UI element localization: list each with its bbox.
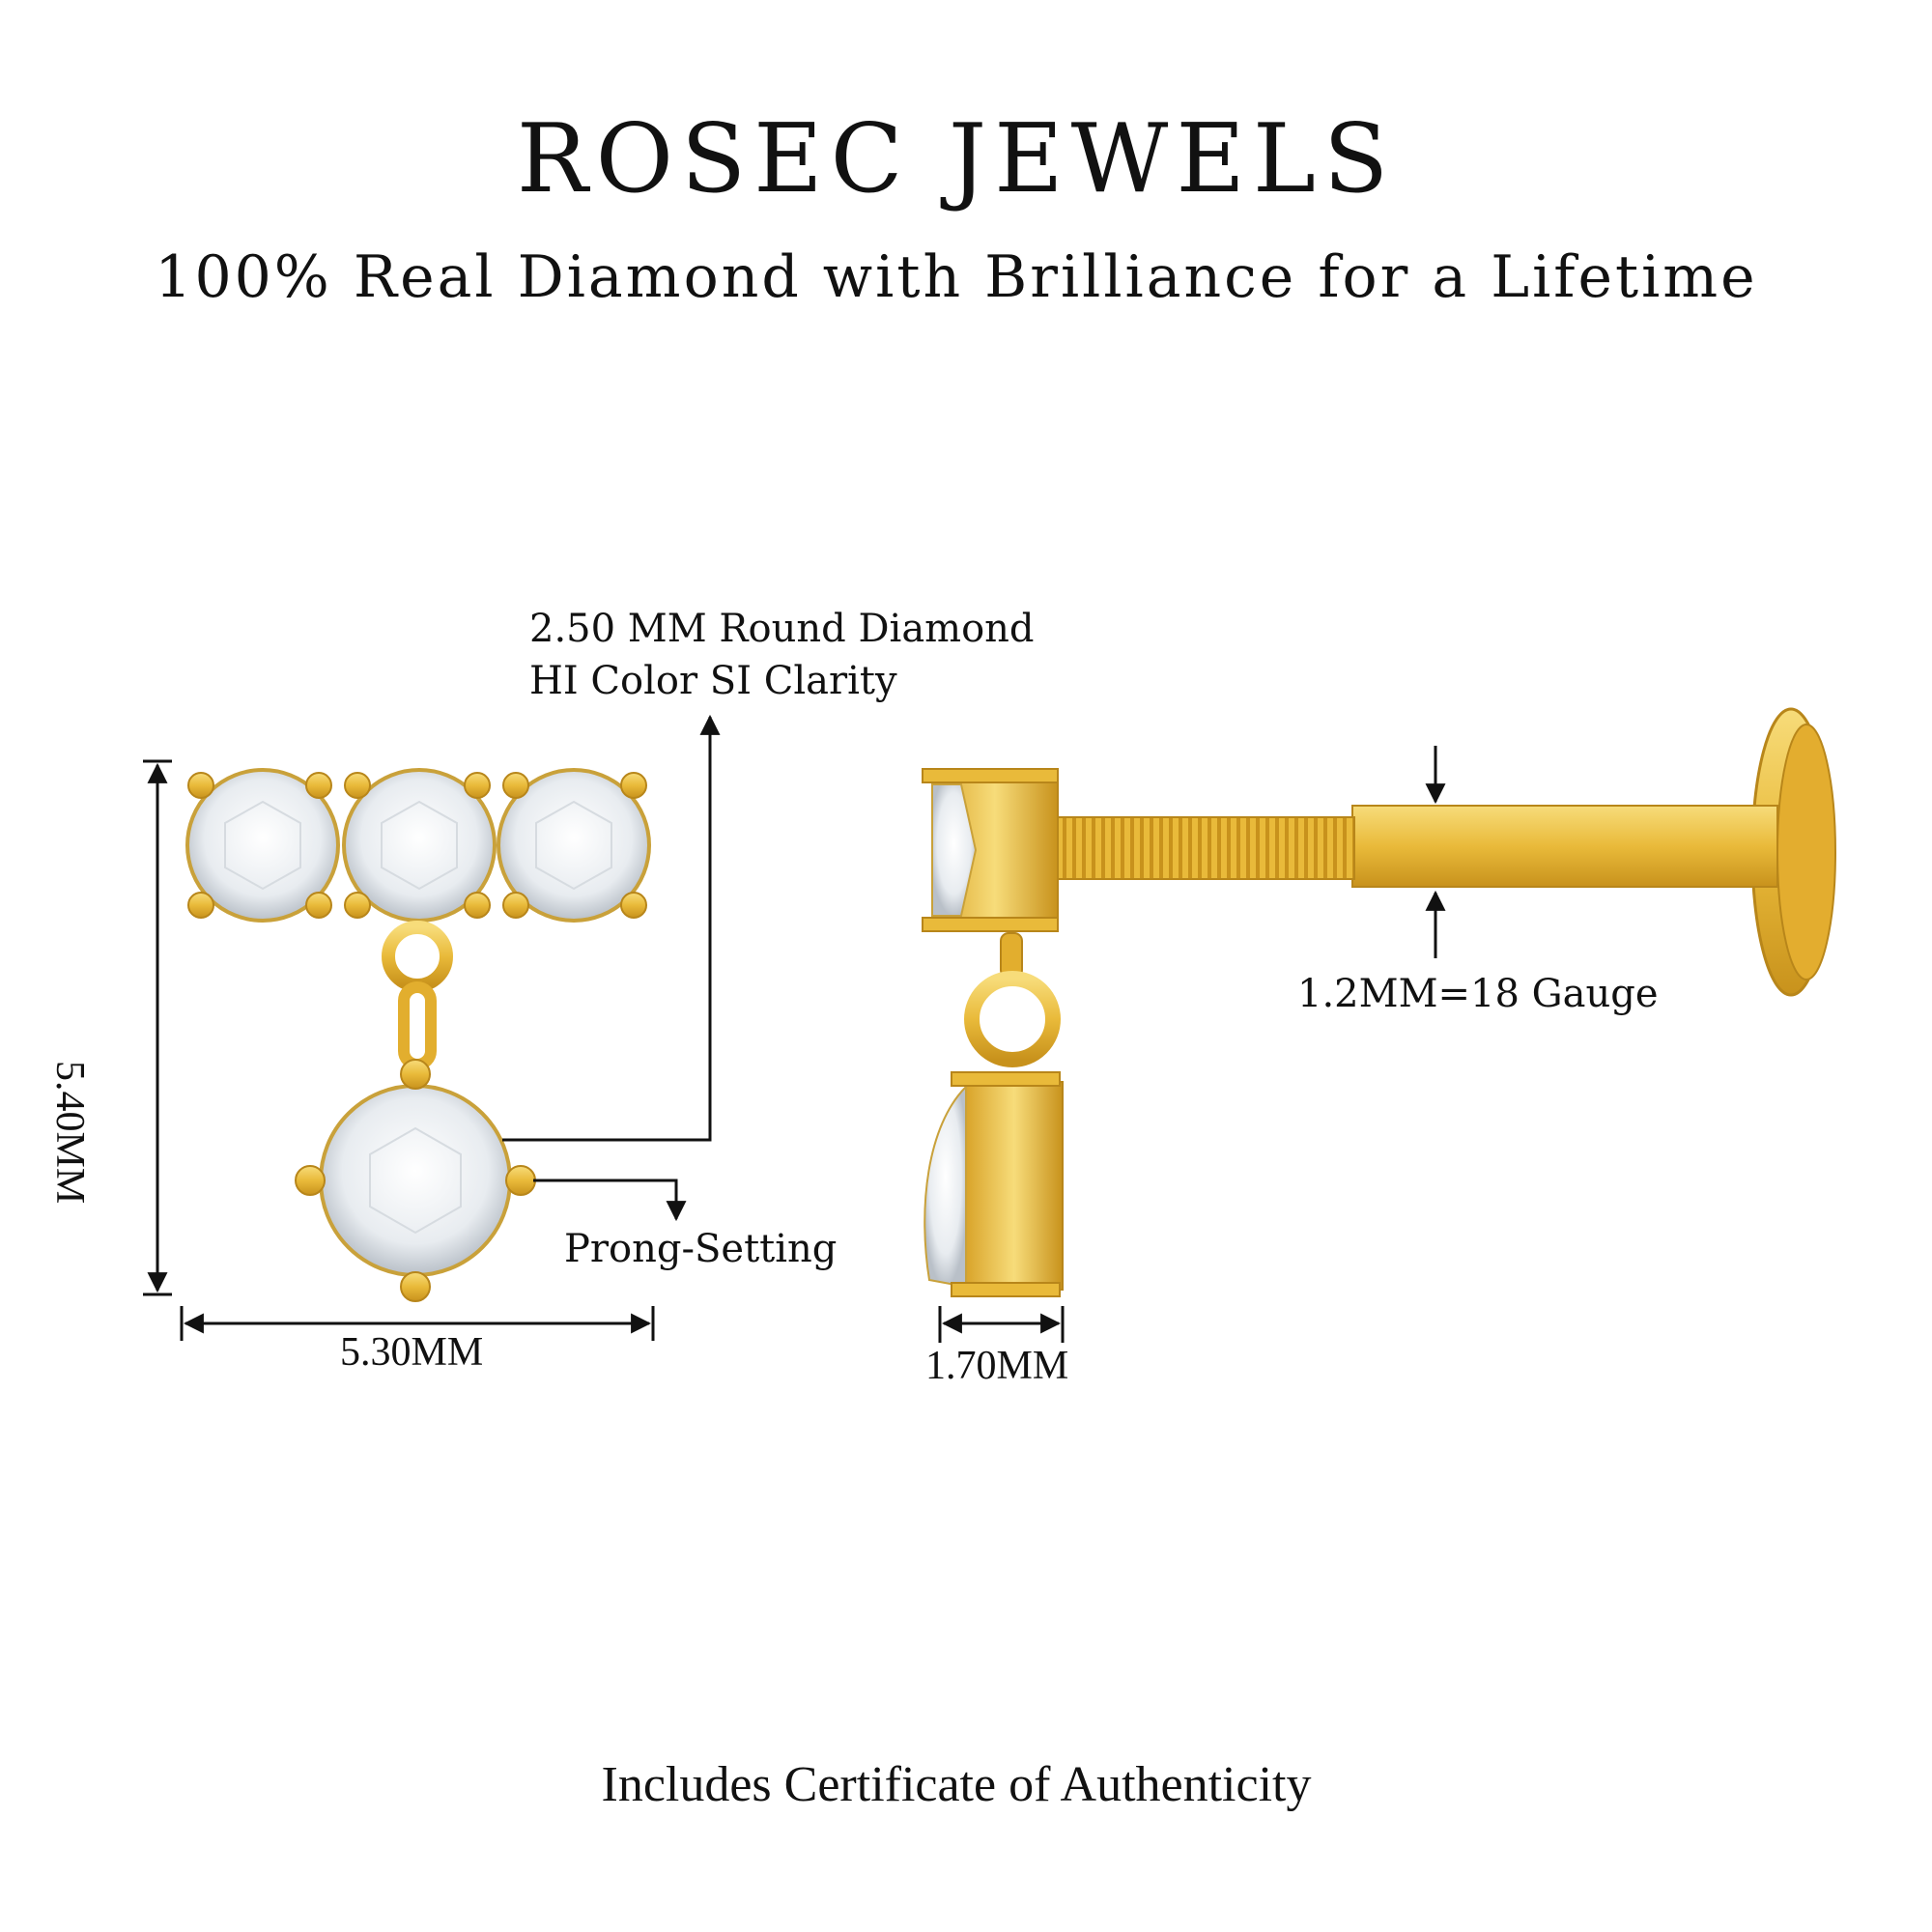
certificate-note: Includes Certificate of Authenticity [601, 1757, 1312, 1812]
side-dimension-lines [938, 746, 1446, 1343]
tagline: 100% Real Diamond with Brilliance for a … [155, 243, 1758, 311]
diamond-stone [497, 768, 651, 923]
diamond-quality-text: HI Color SI Clarity [529, 659, 897, 703]
jump-rings [382, 921, 453, 1070]
prong-balls [187, 772, 647, 919]
drop-diamond [295, 1059, 536, 1302]
top-diamond-row [185, 768, 651, 923]
threaded-section [1054, 816, 1355, 880]
diamond-size-text: 2.50 MM Round Diamond [529, 607, 1035, 651]
diamond-stone [185, 768, 340, 923]
thickness-dimension-label: 1.70MM [925, 1344, 1069, 1388]
height-dimension-label: 5.40MM [47, 1061, 92, 1205]
brand-title: ROSEC JEWELS [516, 104, 1397, 214]
gauge-label: 1.2MM=18 Gauge [1297, 972, 1659, 1016]
post-bar [1351, 805, 1778, 888]
side-view-earring [922, 707, 1836, 1297]
diamond-stone [342, 768, 497, 923]
diamond-spec-label: 2.50 MM Round Diamond HI Color SI Clarit… [529, 603, 1035, 707]
front-view-earring [185, 768, 651, 1302]
width-dimension-label: 5.30MM [340, 1330, 484, 1375]
prong-setting-label: Prong-Setting [564, 1227, 838, 1271]
front-dimension-lines [143, 714, 721, 1341]
